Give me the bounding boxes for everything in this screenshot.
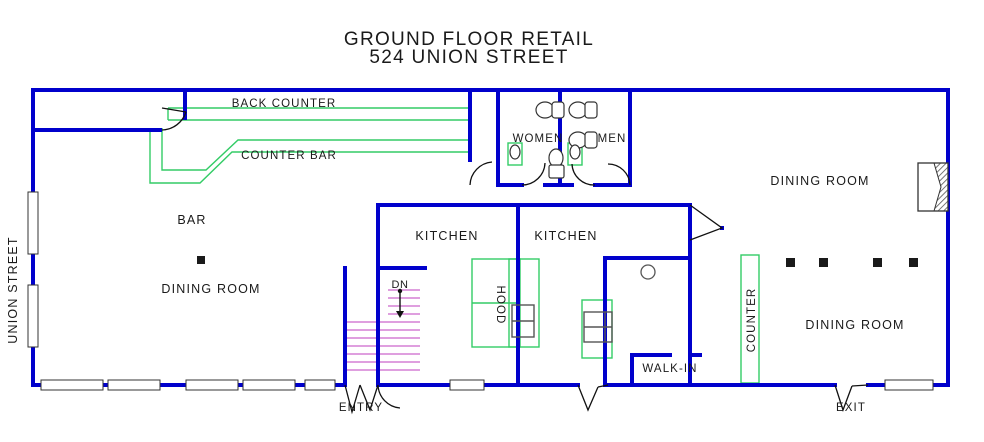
walls — [31, 88, 950, 387]
back-counter-label: BACK COUNTER — [232, 98, 337, 110]
counter-bar-label: COUNTER BAR — [241, 150, 337, 162]
door-swings — [161, 107, 869, 415]
window-openings — [27, 191, 934, 391]
stair-run — [345, 288, 420, 371]
union-street-label: UNION STREET — [6, 236, 20, 343]
toilet-icon — [548, 148, 565, 179]
stair-direction-label: DN — [391, 279, 408, 291]
dining-right-lower-label: DINING ROOM — [805, 318, 904, 332]
right-wall-alcove — [917, 162, 949, 212]
women-sink-icon — [509, 144, 521, 160]
kitchen-equipment — [511, 304, 613, 343]
column-markers — [197, 256, 918, 267]
entry-label: ENTRY — [339, 402, 383, 414]
men-sink-icon — [569, 144, 581, 160]
restroom-fixtures — [509, 101, 598, 179]
walkin-circle-fixture — [640, 264, 656, 280]
exit-label: EXIT — [836, 402, 866, 414]
dining-left-label: DINING ROOM — [161, 282, 260, 296]
plan-title-line1: GROUND FLOOR RETAIL — [344, 29, 594, 50]
kitchen-dining-door-swing — [689, 204, 724, 241]
men-label: MEN — [598, 133, 627, 145]
hood-label: HOOD — [494, 286, 506, 325]
dining-right-upper-label: DINING ROOM — [770, 174, 869, 188]
bar-label: BAR — [177, 213, 206, 227]
women-label: WOMEN — [513, 133, 564, 145]
plan-title-line2: 524 UNION STREET — [369, 47, 568, 68]
right-counter-label: COUNTER — [746, 288, 758, 353]
walk-in-label: WALK-IN — [642, 363, 697, 375]
kitchen-1-label: KITCHEN — [415, 229, 478, 243]
kitchen-2-label: KITCHEN — [534, 229, 597, 243]
